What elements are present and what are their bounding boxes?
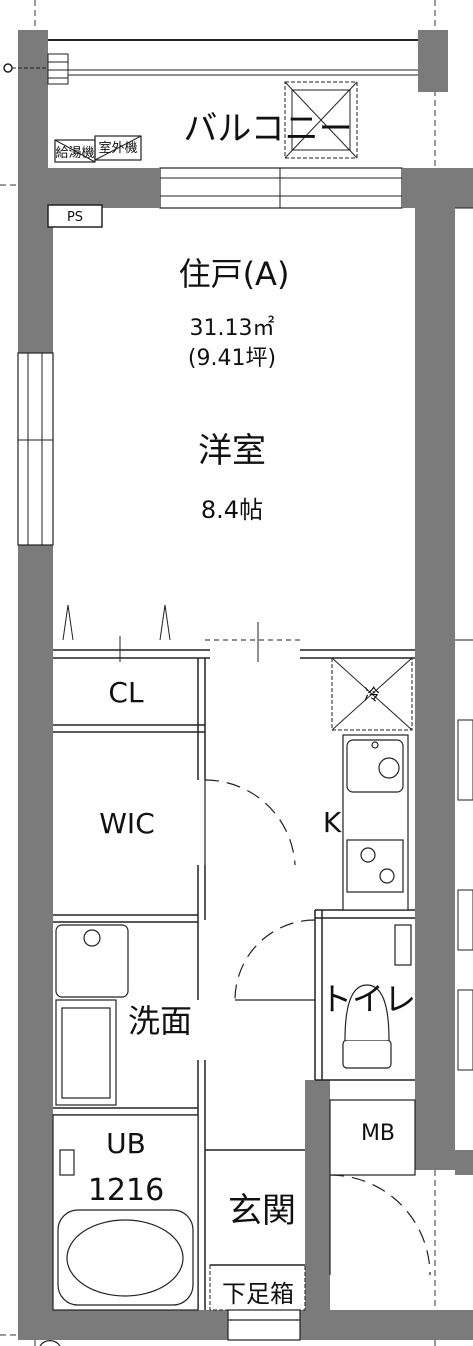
drain-icon bbox=[3, 63, 13, 73]
pipe-space-box bbox=[47, 204, 103, 228]
neighbour-unit bbox=[455, 207, 473, 1071]
western-room-size: 8.4帖 bbox=[201, 496, 263, 524]
toilet-icon bbox=[342, 924, 412, 1069]
entrance-label: 玄関 bbox=[228, 1191, 296, 1231]
hatch-icon bbox=[284, 81, 358, 159]
washroom-fixtures bbox=[55, 924, 129, 1106]
unit-name: 住戸(A) bbox=[179, 255, 290, 293]
shoe-box-label: 下足箱 bbox=[222, 1280, 294, 1308]
unit-area-sqm: 31.13㎡ bbox=[190, 315, 275, 341]
closet-marks bbox=[62, 604, 300, 662]
bathtub-icon bbox=[57, 1209, 194, 1306]
washroom-label: 洗面 bbox=[128, 1002, 192, 1040]
ac-outdoor-unit-label: 室外機 bbox=[98, 140, 137, 156]
faucet-icon bbox=[59, 1149, 75, 1176]
western-room-label: 洋室 bbox=[198, 431, 266, 471]
unit-area-tsubo: (9.41坪) bbox=[188, 346, 276, 371]
refrigerator-label: 冷 bbox=[364, 685, 380, 704]
stove-icon bbox=[346, 839, 404, 893]
meter-box-label: MB bbox=[361, 1121, 395, 1146]
walk-in-closet-label: WIC bbox=[99, 807, 155, 840]
balcony bbox=[3, 30, 448, 209]
meter-box bbox=[329, 1099, 416, 1176]
washer-pan-icon bbox=[55, 999, 117, 1106]
balcony-label: バルコニー bbox=[183, 109, 352, 149]
basin-icon bbox=[55, 924, 129, 998]
unit-bath bbox=[52, 1114, 199, 1311]
kitchen-label: K bbox=[323, 806, 342, 839]
unit-bath-label: UB bbox=[106, 1127, 146, 1160]
toilet-label: トイレ bbox=[320, 980, 416, 1018]
entrance-door bbox=[39, 1309, 301, 1346]
sink-icon bbox=[346, 739, 404, 793]
kitchen-counter bbox=[342, 734, 409, 911]
water-heater-label: 給湯機 bbox=[55, 146, 94, 161]
pipe-space-label: PS bbox=[67, 210, 83, 225]
side-window bbox=[17, 352, 54, 546]
unit-bath-size: 1216 bbox=[88, 1173, 164, 1208]
closet-label: CL bbox=[108, 676, 144, 709]
refrigerator-icon bbox=[331, 657, 413, 731]
ac-outdoor-unit-box bbox=[94, 135, 142, 161]
walls bbox=[18, 168, 473, 1340]
